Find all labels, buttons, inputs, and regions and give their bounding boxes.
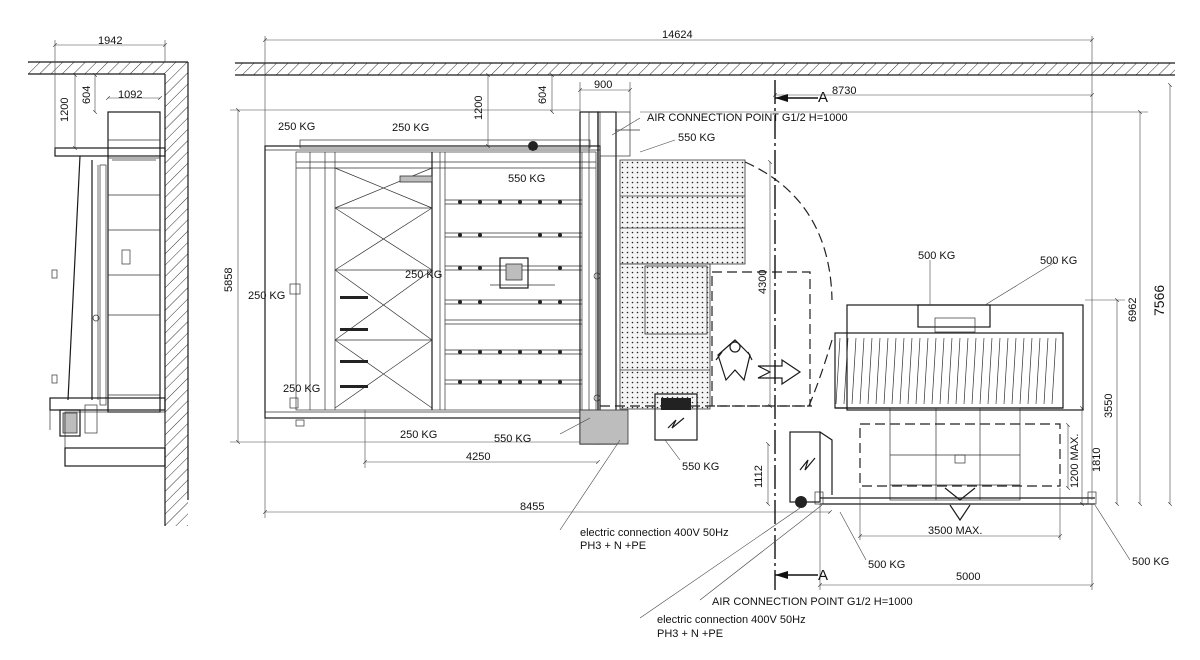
weight-label: 250 KG <box>283 383 320 395</box>
electric-connection-note: PH3 + N +PE <box>657 628 723 640</box>
weight-label: 250 KG <box>392 122 429 134</box>
weight-label: 500 KG <box>1132 556 1169 568</box>
side-view-machine <box>49 111 166 467</box>
electric-cabinet <box>789 431 833 508</box>
dim-4300: 4300 <box>757 270 769 294</box>
operator-figure <box>715 339 753 382</box>
dim-7566: 7566 <box>1151 285 1167 316</box>
dim-1200-max: 1200 MAX. <box>1069 434 1081 488</box>
section-mark-bottom: A <box>818 567 828 584</box>
air-connection-note: AIR CONNECTION POINT G1/2 H=1000 <box>647 112 848 124</box>
dim-side-1200: 1200 <box>59 98 71 122</box>
dim-6962: 6962 <box>1127 298 1139 322</box>
leader-lines <box>559 117 1131 619</box>
dim-900: 900 <box>594 79 612 91</box>
weight-label: 250 KG <box>248 290 285 302</box>
weight-label: 500 KG <box>918 250 955 262</box>
side-dim-lines <box>55 40 165 150</box>
dim-8455: 8455 <box>520 501 544 513</box>
weight-label: 250 KG <box>278 121 315 133</box>
movement-arrow <box>757 358 802 386</box>
dim-14624: 14624 <box>662 29 693 41</box>
dim-5858: 5858 <box>223 268 235 292</box>
section-line-a <box>774 80 818 590</box>
main-dim-lines <box>230 36 1170 590</box>
dim-main-604: 604 <box>537 86 549 104</box>
dim-8730: 8730 <box>832 85 856 97</box>
dim-4250: 4250 <box>466 451 490 463</box>
main-tower <box>579 111 640 445</box>
dim-1942: 1942 <box>98 35 122 47</box>
rack-cart <box>814 304 1097 522</box>
air-connection-note: AIR CONNECTION POINT G1/2 H=1000 <box>712 596 913 608</box>
dim-5000: 5000 <box>956 571 980 583</box>
weight-label: 250 KG <box>400 429 437 441</box>
weight-label: 250 KG <box>405 269 442 281</box>
dim-side-604: 604 <box>81 86 93 104</box>
rotation-area <box>600 161 833 409</box>
dim-main-1200: 1200 <box>473 96 485 120</box>
electric-connection-note: electric connection 400V 50Hz <box>580 527 729 539</box>
weight-label: 500 KG <box>1040 255 1077 267</box>
ceiling-left <box>28 61 188 75</box>
wall-left-hatched <box>164 62 189 526</box>
dim-1810: 1810 <box>1091 448 1103 472</box>
dim-1112: 1112 <box>753 465 765 488</box>
dim-3500-max: 3500 MAX. <box>928 525 982 537</box>
dim-1092: 1092 <box>118 89 142 101</box>
weight-label: 550 KG <box>682 461 719 473</box>
weight-label: 550 KG <box>494 433 531 445</box>
ceiling-main <box>235 62 1175 76</box>
electric-connection-note: electric connection 400V 50Hz <box>657 614 806 626</box>
weight-label: 550 KG <box>508 173 545 185</box>
weight-label: 550 KG <box>678 132 715 144</box>
section-mark-top: A <box>818 89 828 106</box>
main-machine-frame <box>264 139 601 427</box>
conveyor-tables <box>619 159 746 441</box>
electric-connection-note: PH3 + N +PE <box>580 540 646 552</box>
dim-3550: 3550 <box>1103 394 1115 418</box>
weight-label: 500 KG <box>868 559 905 571</box>
